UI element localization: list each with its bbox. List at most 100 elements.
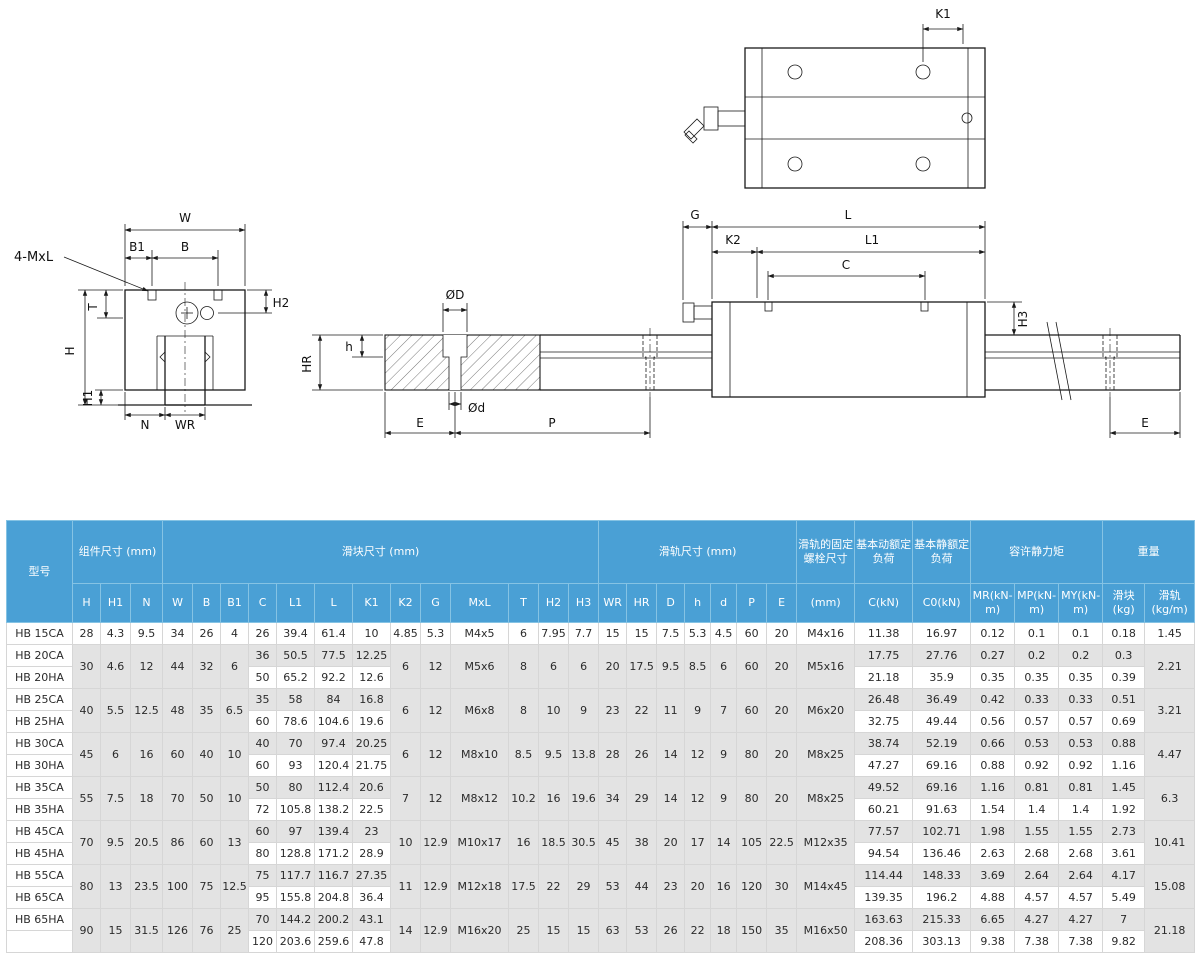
spec-cell: 8 (508, 644, 540, 689)
spec-cell: 20 (656, 820, 686, 865)
spec-cell: 12 (129, 644, 164, 689)
spec-cell: 80 (276, 776, 316, 799)
dim-e-right: E (1109, 392, 1181, 438)
spec-cell: M12x18 (450, 864, 510, 909)
spec-cell: 105.8 (276, 798, 316, 821)
spec-cell: M5x16 (796, 644, 856, 689)
spec-cell: 75 (192, 864, 222, 909)
spec-cell: 105 (736, 820, 768, 865)
dim-label-hr: HR (300, 355, 314, 372)
technical-drawings: K1 4-MxL W (14, 7, 1181, 438)
spec-cell: 95 (248, 886, 278, 909)
spec-cell: 0.88 (1102, 732, 1146, 755)
spec-cell: M4x16 (796, 622, 856, 645)
grease-nipple-top-icon (683, 106, 746, 144)
spec-cell: 14 (656, 732, 686, 777)
spec-cell: 12 (420, 776, 452, 821)
spec-cell: 0.2 (1014, 644, 1060, 667)
spec-cell: 49.44 (912, 710, 972, 733)
spec-cell: 26 (626, 732, 658, 777)
dim-label-l1: L1 (865, 233, 879, 247)
spec-cell: 171.2 (314, 842, 354, 865)
spec-cell: 38.74 (854, 732, 914, 755)
top-view-block: K1 (683, 7, 986, 189)
spec-cell: 23 (352, 820, 392, 843)
spec-cell: 97 (276, 820, 316, 843)
spec-cell: 34 (598, 776, 628, 821)
spec-cell: 114.44 (854, 864, 914, 887)
spec-cell: 0.33 (1014, 688, 1060, 711)
spec-cell: 13.8 (568, 732, 600, 777)
spec-cell: 69.16 (912, 754, 972, 777)
spec-cell: 60 (248, 710, 278, 733)
column-header: d (710, 583, 738, 623)
spec-cell: 18 (129, 776, 164, 821)
spec-cell: 1.16 (1102, 754, 1146, 777)
spec-cell: 0.92 (1014, 754, 1060, 777)
model-cell: HB 45HA (6, 842, 73, 865)
dim-b1-b: B1 B (124, 240, 219, 286)
spec-cell: 13 (220, 820, 250, 865)
spec-cell: 20 (766, 622, 798, 645)
spec-cell: 5.3 (684, 622, 712, 645)
dim-k1: K1 (922, 7, 964, 62)
dim-label-p: P (548, 416, 555, 430)
spec-cell: 9.5 (129, 622, 164, 645)
spec-cell: 0.53 (1014, 732, 1060, 755)
spec-cell: 14 (390, 908, 422, 953)
spec-cell: 45 (72, 732, 101, 777)
spec-cell: 20.5 (129, 820, 164, 865)
spec-cell: 20 (766, 732, 798, 777)
spec-cell: 60 (248, 754, 278, 777)
spec-cell: 60 (736, 644, 768, 689)
spec-cell: 1.45 (1102, 776, 1146, 799)
dim-n-wr: N WR (124, 392, 206, 432)
spec-cell: 120.4 (314, 754, 354, 777)
dim-label-e-left: E (416, 416, 424, 430)
spec-cell: 61.4 (314, 622, 354, 645)
model-cell: HB 35CA (6, 776, 73, 799)
spec-cell: 19.6 (352, 710, 392, 733)
spec-cell: 7.95 (538, 622, 570, 645)
spec-cell: 40 (72, 688, 101, 733)
spec-cell: 60.21 (854, 798, 914, 821)
spec-cell: 6 (390, 644, 422, 689)
spec-cell: 21.18 (854, 666, 914, 689)
spec-cell: 102.71 (912, 820, 972, 843)
spec-cell: 80 (736, 776, 768, 821)
spec-cell: 35 (192, 688, 222, 733)
spec-cell: M8x10 (450, 732, 510, 777)
spec-cell: 77.57 (854, 820, 914, 843)
spec-cell: 2.68 (1058, 842, 1104, 865)
dim-label-diaD: ØD (446, 288, 465, 302)
spec-cell: 0.33 (1058, 688, 1104, 711)
dim-label-b1: B1 (129, 240, 145, 254)
spec-cell: M16x20 (450, 908, 510, 953)
column-header: H3 (568, 583, 600, 623)
spec-cell: 1.98 (970, 820, 1016, 843)
side-view-assembly: G L K2 L1 C H3 E (540, 208, 1181, 438)
spec-cell: 22.5 (352, 798, 392, 821)
spec-cell: M4x5 (450, 622, 510, 645)
dim-label-4mxl: 4-MxL (14, 250, 54, 265)
spec-cell: 13 (100, 864, 131, 909)
spec-cell: 215.33 (912, 908, 972, 931)
spec-cell: 50 (192, 776, 222, 821)
spec-cell: 4.3 (100, 622, 131, 645)
dim-label-wr: WR (175, 418, 195, 432)
dim-k2-l1: K2 L1 (711, 233, 986, 298)
spec-cell: 120 (736, 864, 768, 909)
spec-cell: 29 (626, 776, 658, 821)
spec-cell: 18 (710, 908, 738, 953)
spec-cell: 44 (626, 864, 658, 909)
dim-t: T (86, 289, 123, 319)
column-header: MR(kN-m) (970, 583, 1016, 623)
spec-cell: 11.38 (854, 622, 914, 645)
spec-cell: 12 (420, 688, 452, 733)
spec-cell: 10 (538, 688, 570, 733)
